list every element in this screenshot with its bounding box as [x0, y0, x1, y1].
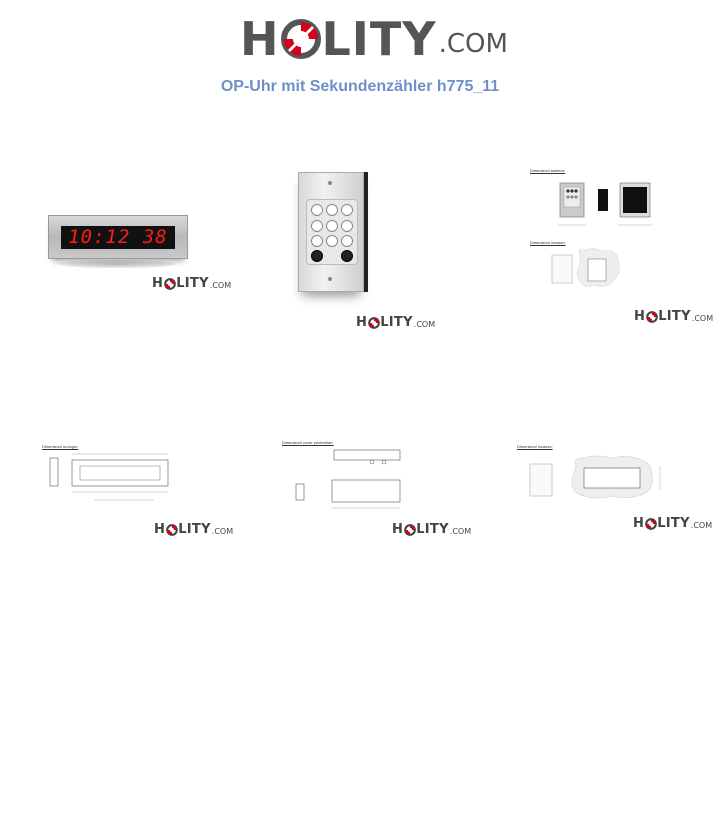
- logo-o-icon: [280, 19, 321, 59]
- logo-o-icon: [163, 277, 176, 290]
- thumb-logo-3: H LITY .COM: [634, 309, 714, 324]
- keypad-key: [326, 220, 338, 232]
- logo-wordmark: H LITY .COM: [240, 10, 508, 68]
- logo-letters-lity: LITY: [321, 12, 437, 66]
- drawing-label: Dimensioni cover pedestrian:: [282, 440, 334, 445]
- keypad-key-dark: [341, 250, 353, 262]
- keypad-key: [311, 220, 323, 232]
- drawing-label: Dimensioni incasso:: [530, 240, 566, 245]
- keypad-key: [311, 235, 323, 247]
- keypad-key: [341, 235, 353, 247]
- keypad-key: [341, 220, 353, 232]
- clock-dimensions-drawing[interactable]: [44, 450, 174, 510]
- thumb-logo-6: H LITY .COM: [633, 516, 713, 531]
- keypad-key-dark: [311, 250, 323, 262]
- keypad-key: [326, 235, 338, 247]
- keypad-face: [306, 199, 358, 265]
- keypad-key: [341, 204, 353, 216]
- thumb-logo-4: H LITY .COM: [154, 522, 234, 537]
- clock-shadow: [58, 260, 176, 268]
- page-title: OP-Uhr mit Sekundenzähler h775_11: [220, 78, 500, 95]
- drawing-label: Dimensioni tastiera:: [530, 168, 566, 173]
- drawing-label: Dimensioni orologio:: [42, 444, 79, 449]
- logo-o-icon: [367, 316, 380, 329]
- recess-drawing-small: [551, 248, 620, 287]
- keypad-product-image[interactable]: [298, 172, 364, 292]
- cover-dimensions-drawing[interactable]: [290, 446, 420, 514]
- logo-letter-h: H: [240, 12, 280, 66]
- logo-com: .COM: [438, 29, 508, 59]
- screw: [328, 181, 332, 185]
- holity-logo[interactable]: H LITY .COM: [0, 10, 720, 68]
- keypad-key: [326, 204, 338, 216]
- logo-o-icon: [645, 310, 658, 323]
- keypad-dimensions-drawing[interactable]: [528, 175, 668, 295]
- clock-product-image: 10:12 38: [48, 215, 188, 259]
- drawing-label: Dimensioni incasso:: [517, 444, 553, 449]
- thumb-logo-5: H LITY .COM: [392, 522, 472, 537]
- logo-o-icon: [165, 523, 178, 536]
- logo-o-icon: [644, 517, 657, 530]
- logo-o-icon: [403, 523, 416, 536]
- thumb-logo-1: H LITY .COM: [152, 276, 232, 291]
- clock-digits: 10:12 38: [61, 226, 175, 249]
- thumb-logo-2: H LITY .COM: [356, 315, 436, 330]
- keypad-key: [311, 204, 323, 216]
- recess-dimensions-drawing[interactable]: [528, 452, 668, 504]
- screw: [328, 277, 332, 281]
